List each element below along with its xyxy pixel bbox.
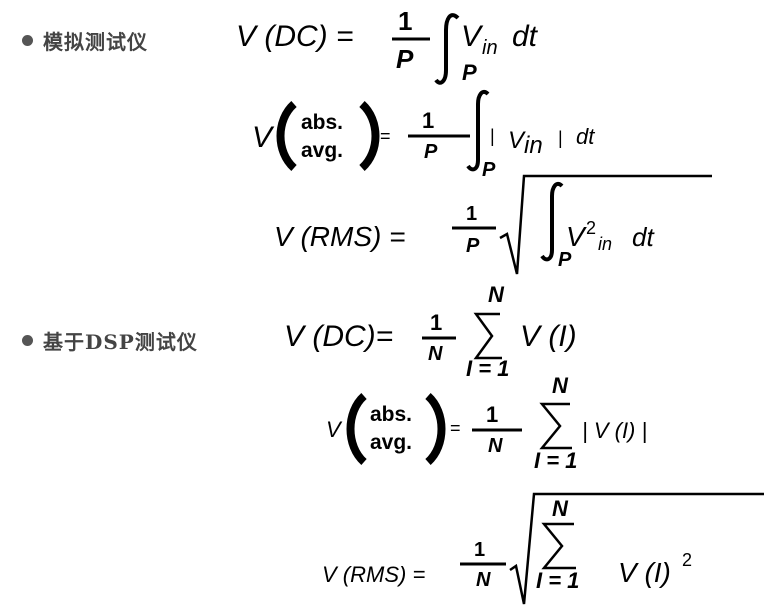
differential-dt: dt <box>632 222 655 252</box>
right-paren <box>425 393 446 465</box>
formula-v: V <box>326 417 343 442</box>
abs-bar-close: | <box>558 128 563 148</box>
fraction-numerator: 1 <box>422 108 434 133</box>
sigma-sign <box>473 312 502 360</box>
fraction-denominator: N <box>488 435 503 457</box>
left-paren <box>276 101 297 171</box>
summand: V (I) <box>618 557 671 588</box>
label-abs: abs. <box>301 111 343 134</box>
sum-lower-limit: I = 1 <box>534 448 577 473</box>
integrand-subscript: in <box>524 132 543 159</box>
sqrt-radical <box>509 492 764 605</box>
sqrt-radical <box>499 174 712 275</box>
fraction-denominator: P <box>396 44 414 74</box>
integral-limit: P <box>462 60 477 85</box>
formula-rms-analog: V (RMS) = 1 P V 2 in dt P <box>274 174 712 275</box>
fraction-numerator: 1 <box>430 310 442 335</box>
fraction-denominator: P <box>424 141 438 163</box>
subscript: in <box>598 234 612 254</box>
integral-limit: P <box>482 159 496 181</box>
integrand-v: V <box>508 127 526 154</box>
superscript: 2 <box>586 218 596 238</box>
bullet-analog-tester: 模拟测试仪 <box>22 26 148 55</box>
fraction-denominator: P <box>466 235 480 257</box>
integrand-v: V <box>566 221 587 252</box>
differential-dt: dt <box>576 124 595 149</box>
bullet-dsp-tester: 基于DSP测试仪 <box>22 326 198 355</box>
summand: V (I) <box>520 320 577 353</box>
sigma-sign <box>539 402 572 450</box>
label-avg: avg. <box>370 431 412 454</box>
fraction-numerator: 1 <box>466 203 477 225</box>
formula-absavg-dsp: V abs. avg. = 1 N N I = 1 | V (I) | <box>326 373 647 473</box>
formula-lhs: V (RMS) = <box>322 562 425 587</box>
right-paren <box>359 101 380 171</box>
formula-rms-dsp: V (RMS) = 1 N N I = 1 V (I) 2 <box>322 492 764 605</box>
integral-sign <box>540 181 564 262</box>
sum-lower-limit: I = 1 <box>536 568 579 593</box>
equals-sign: = <box>450 418 461 438</box>
integrand-v: V <box>461 20 484 53</box>
bullet-label: 模拟测试仪 <box>43 30 148 54</box>
bullet-dot <box>22 35 33 46</box>
sum-upper-limit: N <box>488 282 505 307</box>
bullet-dot <box>22 335 33 346</box>
sum-upper-limit: N <box>552 496 569 521</box>
fraction-numerator: 1 <box>398 6 412 36</box>
formula-lhs: V (RMS) = <box>274 221 405 252</box>
formula-dc-analog: V (DC) = 1 P V in dt P <box>236 6 539 85</box>
superscript: 2 <box>682 550 692 570</box>
formula-lhs: V (DC) = <box>236 20 354 53</box>
formula-dc-dsp: V (DC)= 1 N N I = 1 V (I) <box>284 282 577 381</box>
integral-limit: P <box>558 249 572 271</box>
integral-sign <box>434 13 460 85</box>
differential-dt: dt <box>512 20 539 53</box>
integral-sign <box>466 89 490 172</box>
sigma-sign <box>541 522 576 570</box>
abs-bar-open: | <box>490 126 495 146</box>
summand: | V (I) | <box>582 418 647 443</box>
fraction-numerator: 1 <box>486 402 498 427</box>
label-abs: abs. <box>370 403 412 426</box>
equals-sign: = <box>380 126 391 146</box>
bullet-label: 基于DSP测试仪 <box>43 330 198 354</box>
sum-upper-limit: N <box>552 373 569 398</box>
formula-lhs: V (DC)= <box>284 320 393 353</box>
left-paren <box>346 393 367 465</box>
formula-v: V <box>252 121 275 154</box>
fraction-denominator: N <box>428 343 443 365</box>
label-avg: avg. <box>301 139 343 162</box>
formula-absavg-analog: V abs. avg. = 1 P | V in | dt P <box>252 89 595 181</box>
fraction-denominator: N <box>476 569 491 591</box>
integrand-subscript: in <box>482 37 498 59</box>
fraction-numerator: 1 <box>474 539 485 561</box>
sum-lower-limit: I = 1 <box>466 356 509 381</box>
